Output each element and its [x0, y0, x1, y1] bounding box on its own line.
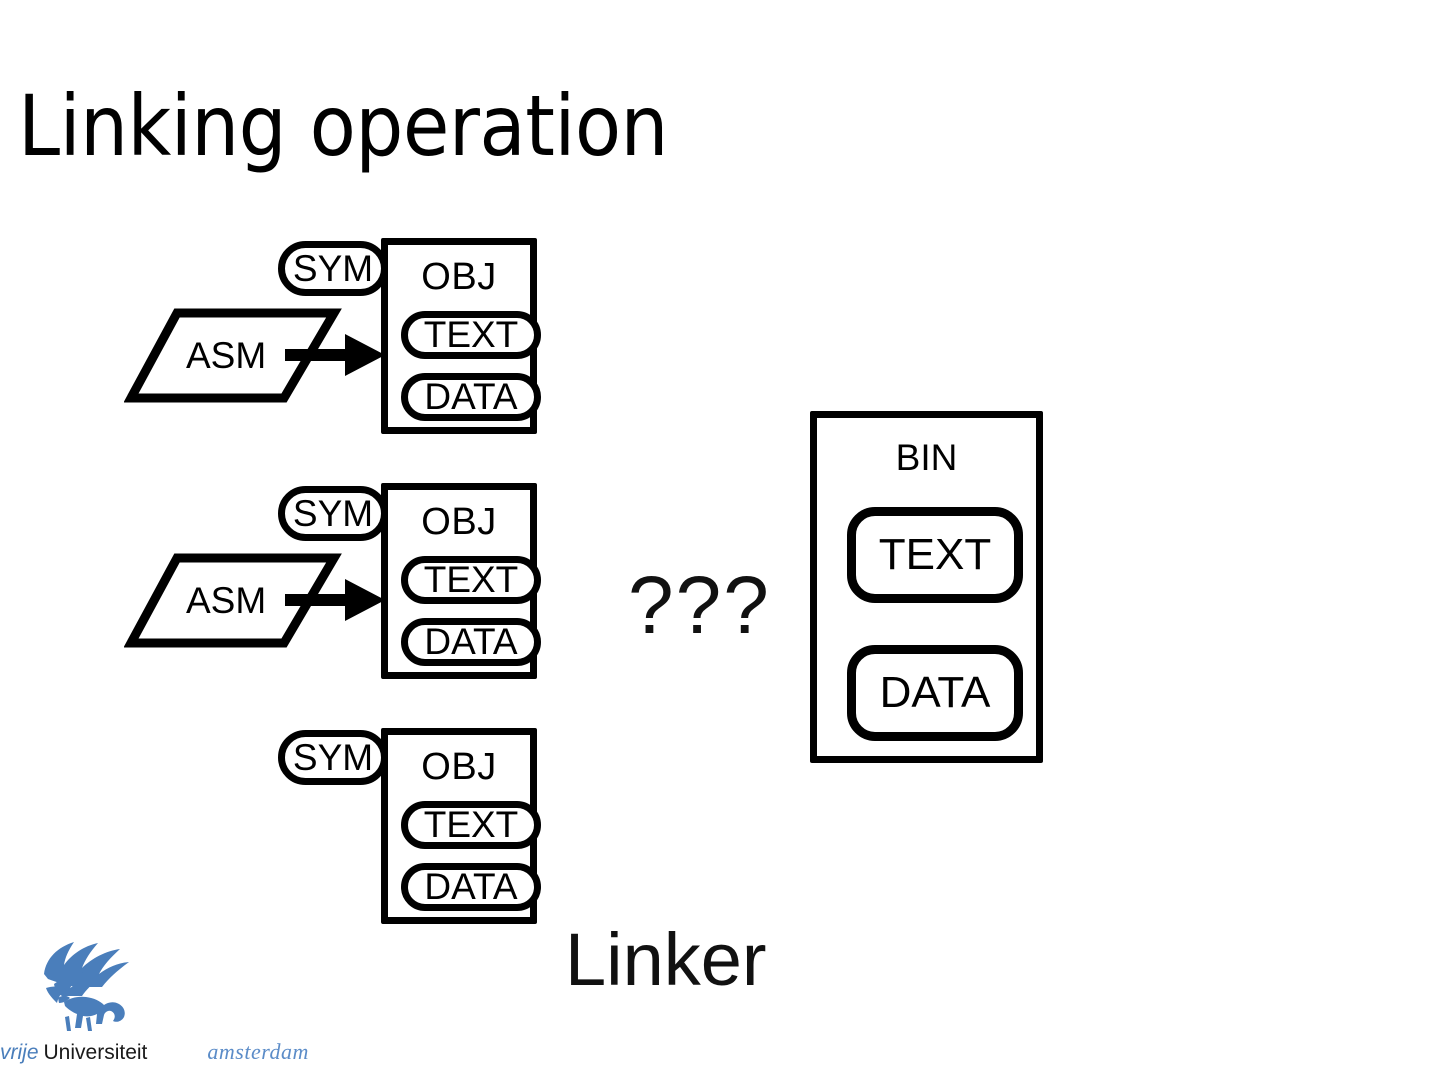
obj-text-pill-3: TEXT	[401, 801, 541, 849]
asm-parallelogram-1	[124, 306, 342, 406]
asm-parallelogram-2	[124, 551, 342, 651]
sym-pill-3: SYM	[278, 730, 388, 785]
obj-data-pill-2: DATA	[401, 618, 541, 666]
obj-data-pill-1: DATA	[401, 373, 541, 421]
page-title: Linking operation	[18, 77, 668, 175]
asm-label-1: ASM	[186, 335, 267, 376]
obj-text-pill-2: TEXT	[401, 556, 541, 604]
vu-word-universiteit: Universiteit	[43, 1041, 148, 1064]
asm-label-2: ASM	[186, 580, 267, 621]
vu-word-vrije: vrije	[0, 1041, 39, 1064]
sym-pill-2: SYM	[278, 486, 388, 541]
question-marks-label: ???	[628, 560, 771, 651]
bin-data-pill: DATA	[847, 645, 1023, 741]
obj-box-2: OBJ TEXT DATA	[381, 483, 541, 679]
arrow-asm-to-obj-2	[285, 575, 390, 625]
obj-label-1: OBJ	[421, 256, 497, 298]
bin-text-pill: TEXT	[847, 507, 1023, 603]
obj-box-3: OBJ TEXT DATA	[381, 728, 541, 924]
bin-label: BIN	[895, 437, 958, 478]
arrow-asm-to-obj-1	[285, 330, 390, 380]
vu-griffin-icon	[36, 938, 146, 1034]
obj-label-3: OBJ	[421, 746, 497, 788]
obj-box-1: OBJ TEXT DATA	[381, 238, 541, 434]
obj-data-pill-3: DATA	[401, 863, 541, 911]
linker-label: Linker	[565, 918, 767, 1001]
vu-word-amsterdam: amsterdam	[207, 1039, 309, 1064]
obj-label-2: OBJ	[421, 501, 497, 543]
obj-text-pill-1: TEXT	[401, 311, 541, 359]
sym-pill-1: SYM	[278, 241, 388, 296]
bin-box: BIN TEXT DATA	[810, 411, 1043, 763]
